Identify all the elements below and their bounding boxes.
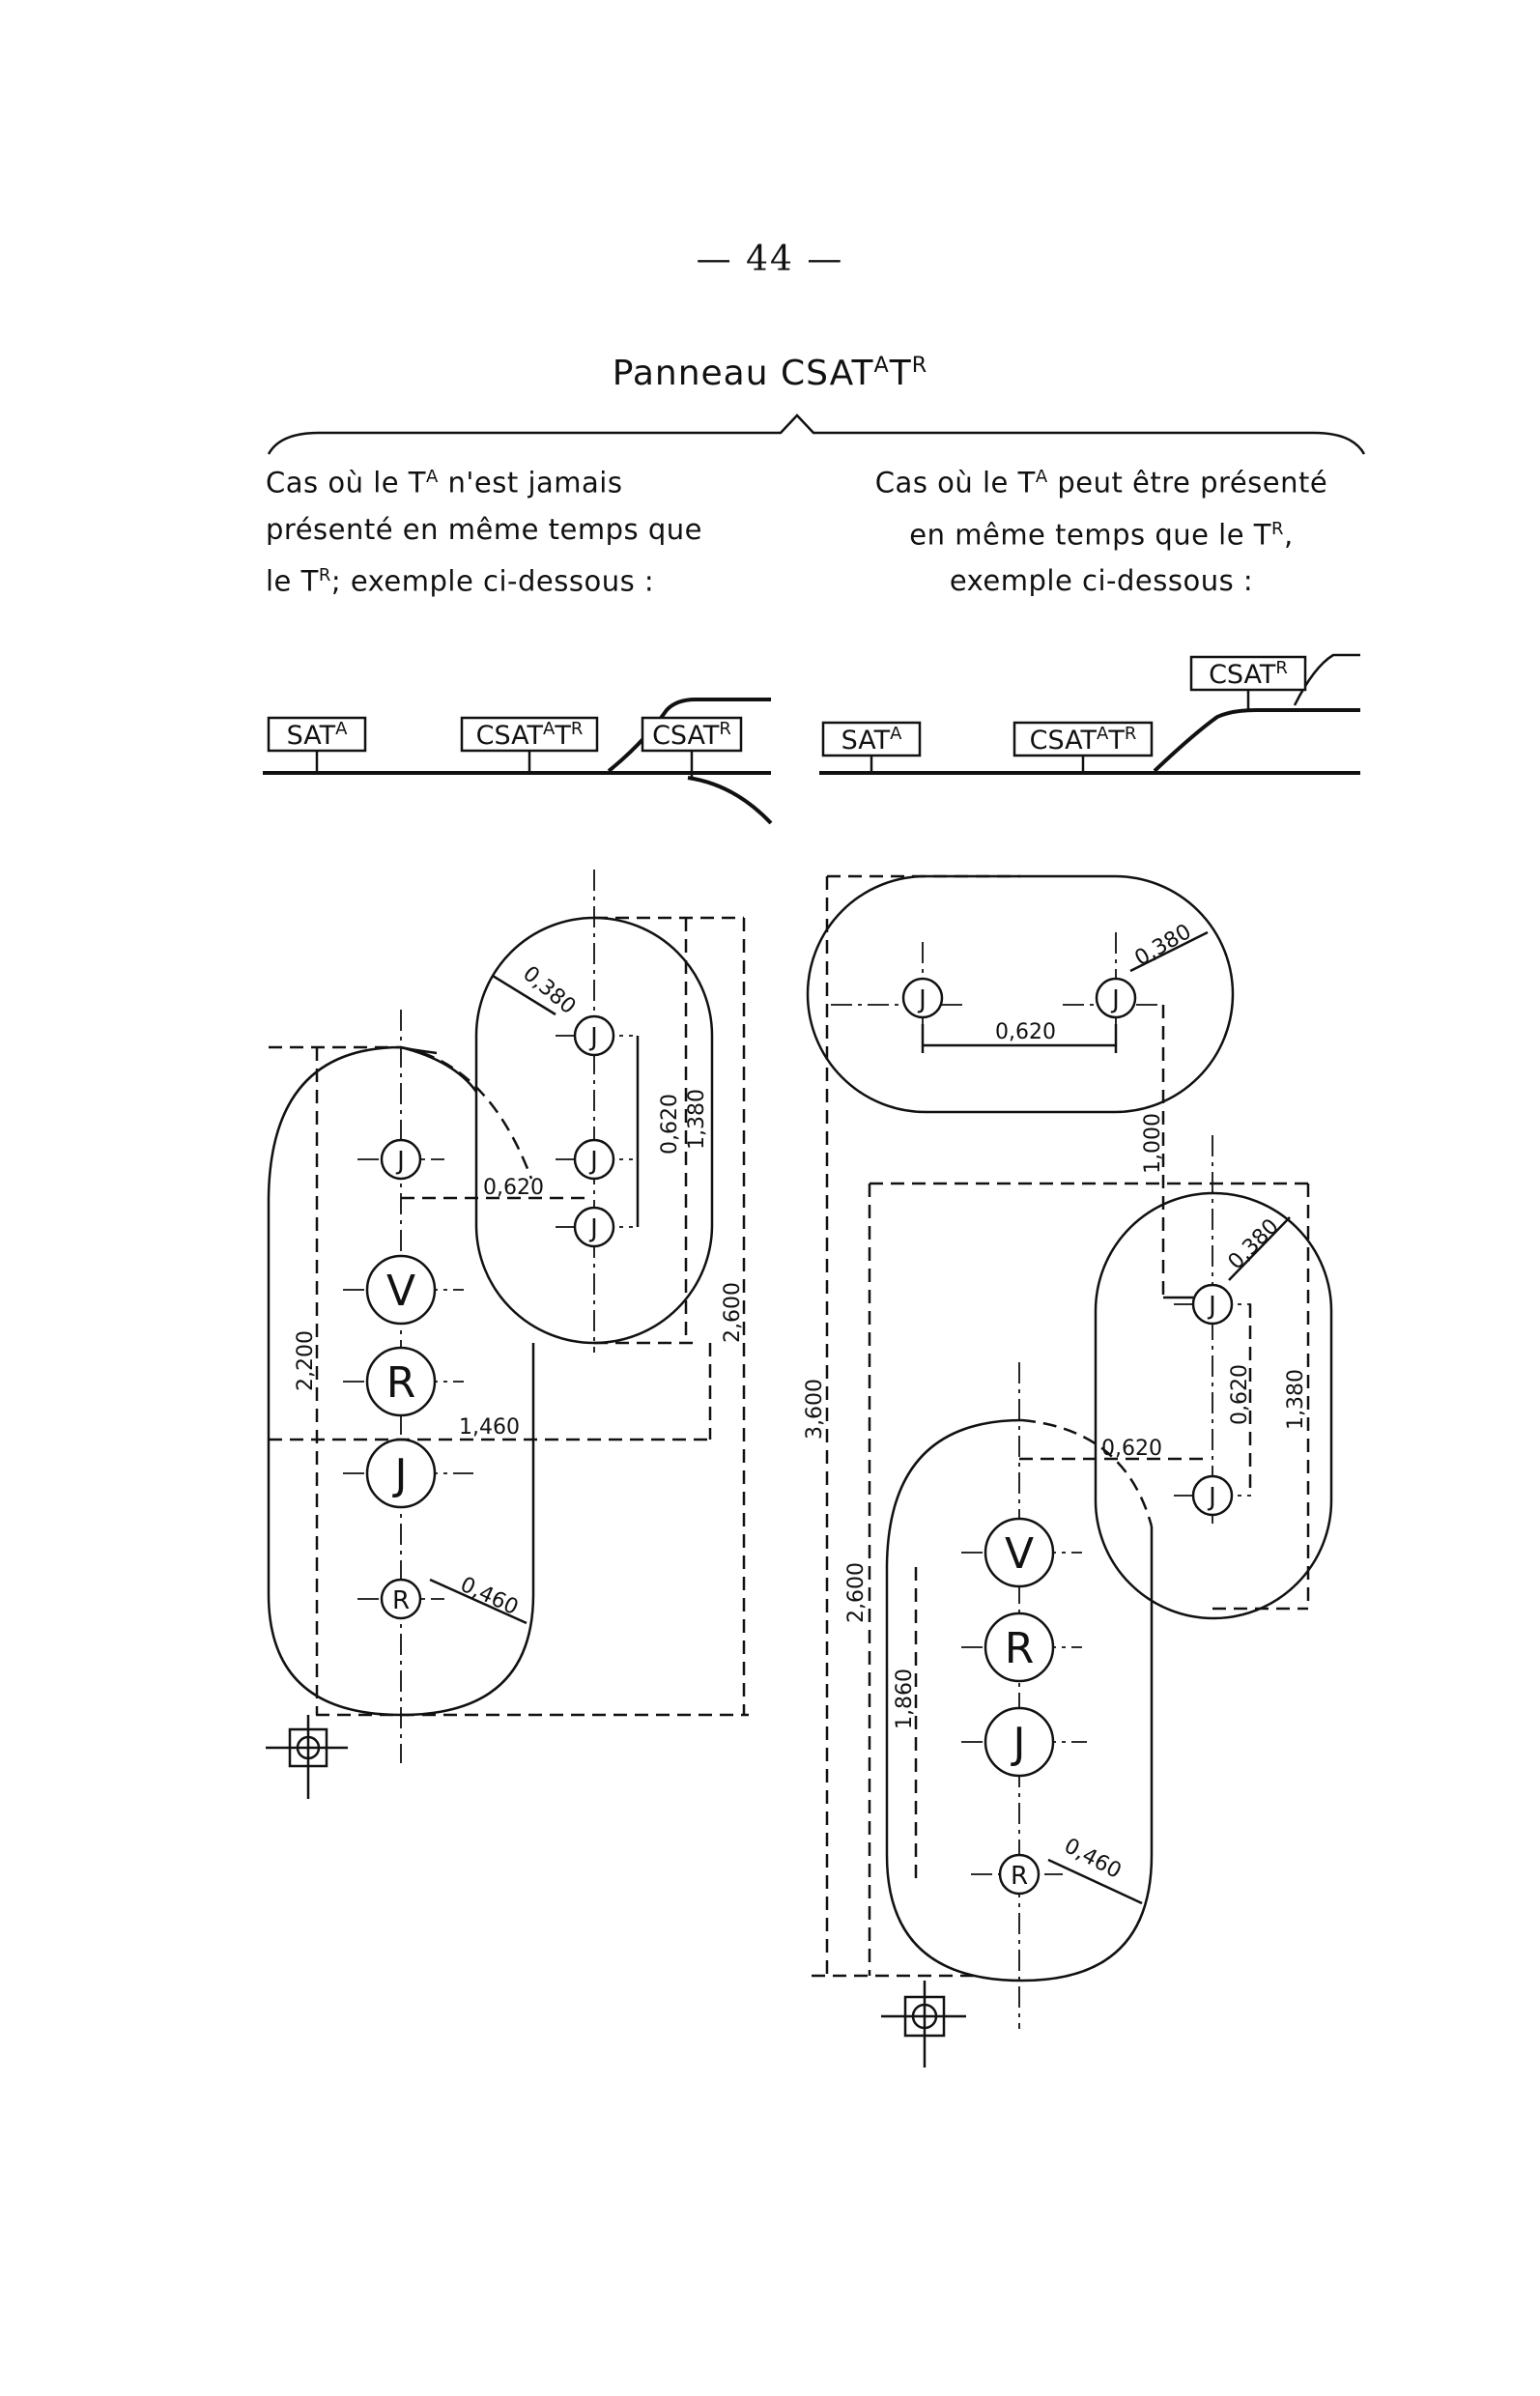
lamp-j-mid-2: J [1174,1474,1251,1517]
svg-text:J: J [917,985,927,1014]
post-right [881,1981,966,2068]
title-sup-r: R [911,353,928,378]
sign-csatatr-left: CSATATR [460,716,599,773]
title-mid: T [889,354,912,393]
lamp-r: R [343,1346,464,1417]
sign-sata-left: SATA [267,716,367,773]
sign-sata-right: SATA [821,721,922,773]
svg-text:J: J [1207,1292,1216,1321]
dim-right-total-height: 3,600 [803,1379,827,1440]
lamp-r-small-right: R [971,1853,1063,1896]
lamp-j-top-2: J [1095,977,1137,1019]
dim-right-radius-mid: 0,380 [1224,1214,1284,1274]
dim-right-gap: 1,000 [1141,1113,1165,1174]
post-left [266,1715,348,1799]
dim-left-spacing-small: 0,620 [658,1094,682,1155]
page-number: — 44 — [696,240,844,279]
lamp-v: V [343,1254,464,1326]
svg-text:R: R [1011,1862,1028,1891]
svg-text:J: J [392,1450,408,1499]
left-panel-diagram: J J J J V R J [266,870,749,1799]
lamp-j-upper-3: J [556,1206,633,1248]
dim-left-height-large: 2,200 [294,1330,318,1391]
track-left: SATA CSATATR CSATR [263,698,773,825]
caption-right-line2: en même temps que le TR, [909,518,1294,552]
dim-right-radius-top: 0,380 [1131,920,1196,971]
dim-right-offset-total: 2,600 [844,1562,869,1623]
svg-text:R: R [1005,1624,1035,1673]
page-title: Panneau CSATATR [0,353,1540,393]
lamp-j-upper-1: J [556,1014,633,1057]
caption-left-line1: Cas où le TA n'est jamais [266,466,623,499]
lamp-j-mid-1: J [1174,1283,1251,1326]
track-right: SATA CSATATR CSATR [819,653,1360,775]
lamp-v-right: V [961,1517,1082,1588]
sign-csatatr-right: CSATATR [1012,721,1154,773]
svg-text:CSATR: CSATR [652,719,731,751]
dim-right-spacing-top: 0,620 [995,1020,1056,1044]
caption-left-line2: présenté en même temps que [266,512,702,546]
svg-text:J: J [588,1023,598,1052]
svg-text:V: V [1005,1529,1034,1579]
svg-text:J: J [1011,1719,1026,1768]
caption-right-line3: exemple ci-dessous : [949,564,1254,598]
caption-left: Cas où le TA n'est jamais présenté en mê… [266,454,787,604]
lamp-j-top-1: J [901,977,944,1019]
svg-text:R: R [392,1586,410,1615]
svg-text:V: V [386,1267,415,1316]
dim-right-radius-large: 0,460 [1060,1834,1125,1884]
dim-left-radius-large: 0,460 [456,1573,522,1620]
dim-left-spacing-horizontal: 0,620 [483,1176,544,1200]
lamp-j-upper-2: J [556,1138,633,1181]
lamp-j-right: J [961,1706,1087,1778]
dim-left-offset-total: 2,600 [721,1282,745,1343]
dim-right-spacing-mid: 0,620 [1228,1364,1252,1425]
lamp-j-lower-1: J [357,1138,444,1181]
dim-right-height-large: 1,860 [893,1669,917,1729]
svg-text:CSATATR: CSATATR [476,719,584,751]
svg-text:SATA: SATA [287,719,349,751]
lamp-j-large: J [343,1438,473,1509]
dim-right-spacing-horizontal: 0,620 [1101,1437,1162,1461]
right-top-panel [806,874,1235,1114]
dim-left-height-small-visible: 1,380 [685,1089,709,1150]
dim-right-height-mid: 1,380 [1284,1369,1308,1430]
svg-text:J: J [395,1147,405,1176]
right-panel-diagram: J J J J V R J [803,874,1333,2068]
svg-text:CSATR: CSATR [1209,658,1288,690]
caption-right-line1: Cas où le TA peut être présenté [874,466,1328,499]
sign-csatr-left: CSATR [641,716,743,778]
lamp-r-small: R [357,1578,444,1620]
svg-text:J: J [1110,985,1120,1014]
lamp-r-right: R [961,1612,1082,1683]
title-prefix: Panneau CSAT [612,354,874,393]
title-brace [267,414,1366,455]
svg-text:J: J [588,1214,598,1243]
svg-text:J: J [588,1147,598,1176]
right-mid-panel [1094,1191,1333,1620]
svg-text:CSATATR: CSATATR [1030,724,1137,756]
caption-right: Cas où le TA peut être présenté en même … [831,454,1372,604]
dim-left-horizontal-offset: 1,460 [459,1415,520,1440]
svg-text:R: R [386,1358,416,1408]
caption-left-line3: le TR; exemple ci-dessous : [266,564,655,598]
svg-text:J: J [1207,1483,1216,1512]
title-sup-a: A [873,353,890,378]
right-bottom-panel [885,1418,1154,1982]
sign-csatr-right: CSATR [1189,655,1307,710]
